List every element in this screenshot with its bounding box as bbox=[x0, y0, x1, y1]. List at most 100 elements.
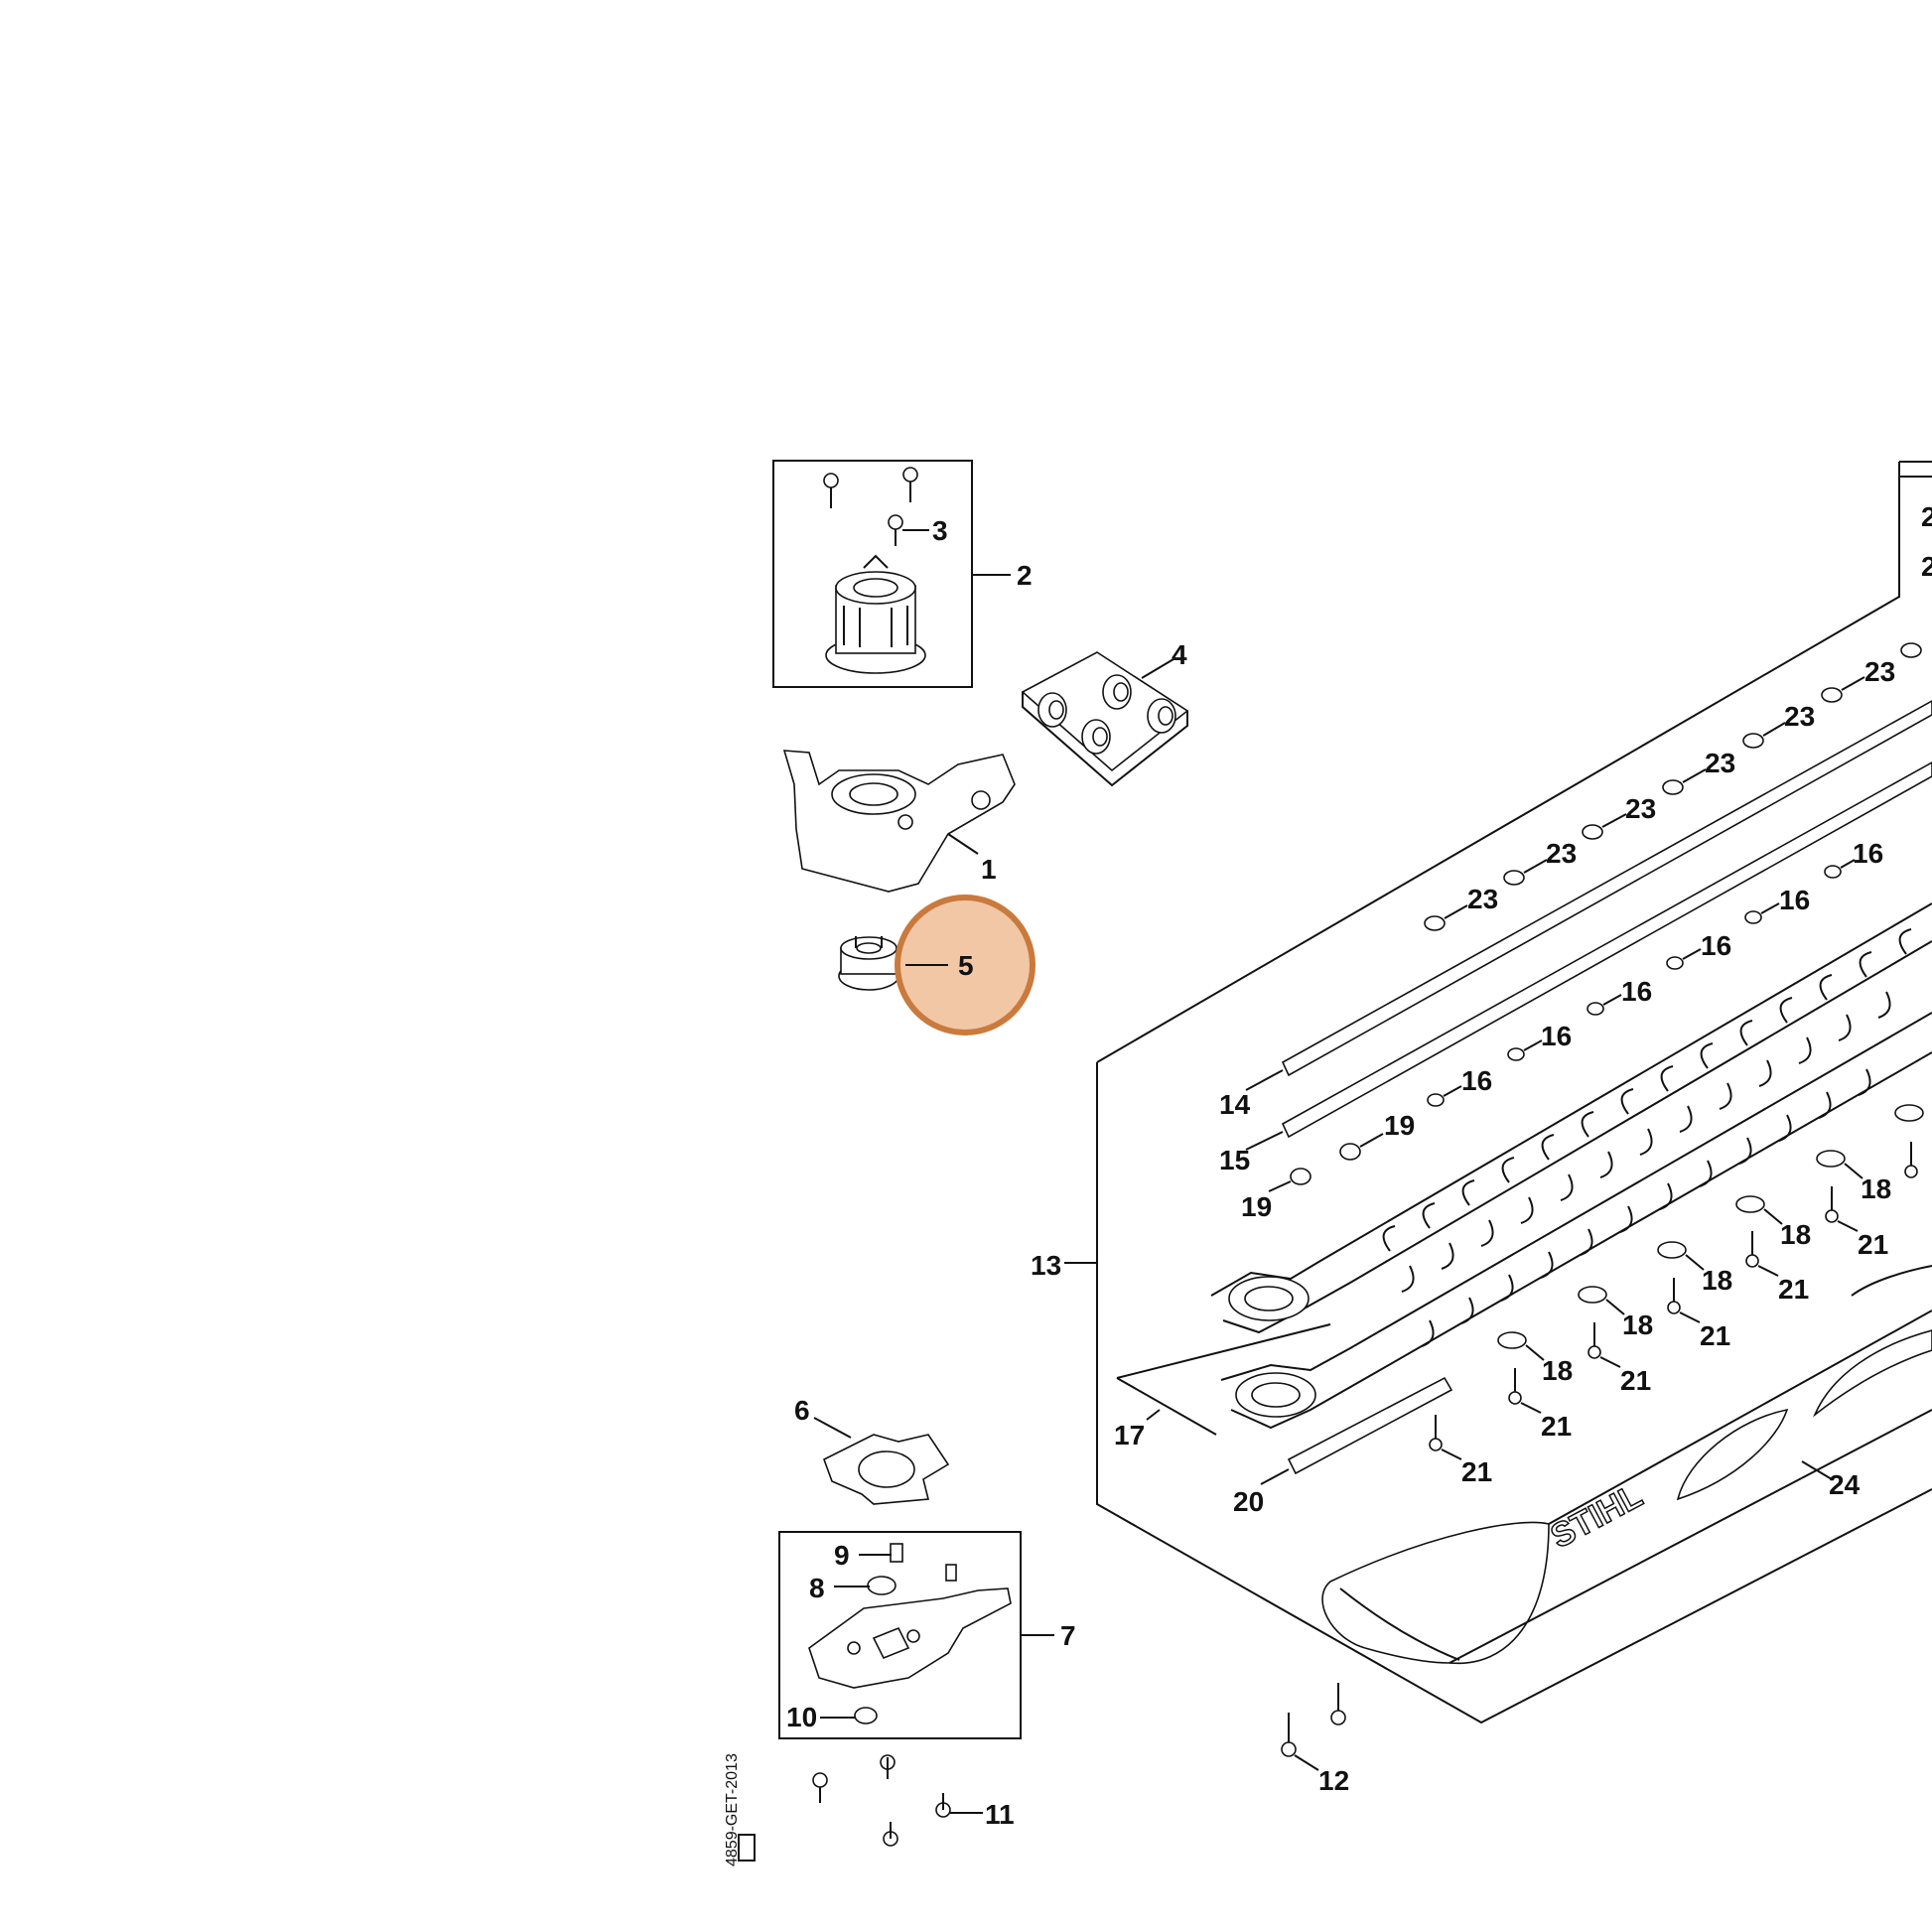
bearing-icon bbox=[867, 1576, 897, 1595]
part-16-washers[interactable] bbox=[1427, 859, 1856, 1107]
callout-23d[interactable]: 23 bbox=[1705, 748, 1735, 778]
part-6-gasket[interactable] bbox=[813, 1417, 950, 1505]
callout-label: 15 bbox=[1219, 1145, 1250, 1175]
washer-icon bbox=[1497, 1104, 1924, 1349]
callout-18d[interactable]: 18 bbox=[1780, 1219, 1811, 1250]
part-4-bushings[interactable] bbox=[1021, 651, 1189, 787]
callout-24[interactable]: 24 bbox=[1829, 1469, 1861, 1500]
part-19-nuts[interactable] bbox=[1268, 1133, 1384, 1192]
callout-9[interactable]: 9 bbox=[834, 1540, 850, 1571]
part-11-screws[interactable] bbox=[812, 1754, 983, 1847]
callout-label: 16 bbox=[1461, 1065, 1492, 1096]
callout-16f[interactable]: 16 bbox=[1853, 838, 1883, 869]
callout-14[interactable]: 14 bbox=[1219, 1089, 1251, 1120]
callout-23a[interactable]: 23 bbox=[1467, 884, 1498, 914]
nut-icon bbox=[1290, 1143, 1361, 1185]
callout-label: 2 bbox=[1921, 501, 1932, 532]
callout-6[interactable]: 6 bbox=[794, 1395, 810, 1426]
callout-label: 4 bbox=[1172, 639, 1187, 670]
callout-12[interactable]: 12 bbox=[1318, 1765, 1349, 1796]
screw-icon bbox=[1281, 1683, 1346, 1757]
part-22-box[interactable] bbox=[1898, 461, 1932, 596]
part-2-box[interactable] bbox=[772, 460, 1011, 688]
callout-label: 11 bbox=[985, 1799, 1015, 1830]
pin-icon bbox=[890, 1543, 903, 1563]
callout-18c[interactable]: 18 bbox=[1702, 1265, 1732, 1296]
part-21-screws[interactable] bbox=[1429, 1142, 1918, 1460]
part-17-guide[interactable] bbox=[1116, 1323, 1331, 1436]
callout-17[interactable]: 17 bbox=[1114, 1420, 1145, 1450]
callout-2[interactable]: 2 bbox=[1017, 560, 1033, 591]
callout-label: 19 bbox=[1241, 1191, 1272, 1222]
drawing-code: 4859-GET-2013 bbox=[724, 1753, 756, 1866]
washer-icon bbox=[1427, 865, 1842, 1107]
callout-16b[interactable]: 16 bbox=[1541, 1021, 1572, 1051]
callout-7[interactable]: 7 bbox=[1060, 1620, 1076, 1651]
callout-22a[interactable]: 2 bbox=[1921, 501, 1932, 532]
callout-19a[interactable]: 19 bbox=[1384, 1110, 1415, 1141]
callout-label: 23 bbox=[1864, 656, 1895, 687]
callout-1[interactable]: 1 bbox=[981, 854, 997, 885]
callout-10[interactable]: 10 bbox=[786, 1702, 817, 1732]
callout-20[interactable]: 20 bbox=[1233, 1486, 1264, 1517]
callout-label: 18 bbox=[1542, 1355, 1573, 1386]
callout-21f[interactable]: 21 bbox=[1858, 1229, 1888, 1260]
callout-label: 16 bbox=[1779, 885, 1810, 915]
callout-3[interactable]: 3 bbox=[932, 515, 948, 546]
callout-23c[interactable]: 23 bbox=[1625, 793, 1656, 824]
part-12-screws[interactable] bbox=[1281, 1683, 1346, 1771]
callout-label: 6 bbox=[794, 1395, 810, 1426]
callout-13[interactable]: 13 bbox=[1031, 1250, 1061, 1281]
callout-18e[interactable]: 18 bbox=[1861, 1173, 1891, 1204]
callout-label: 16 bbox=[1701, 930, 1731, 961]
callout-23b[interactable]: 23 bbox=[1546, 838, 1577, 869]
callout-15[interactable]: 15 bbox=[1219, 1145, 1250, 1175]
callout-label: 21 bbox=[1700, 1320, 1730, 1351]
part-23-nuts[interactable] bbox=[1424, 642, 1922, 931]
callout-23f[interactable]: 23 bbox=[1864, 656, 1895, 687]
part-5-gear[interactable] bbox=[838, 936, 899, 991]
screw-icon bbox=[823, 467, 918, 546]
callout-16c[interactable]: 16 bbox=[1621, 976, 1652, 1007]
callout-16a[interactable]: 16 bbox=[1461, 1065, 1492, 1096]
callout-label: 1 bbox=[981, 854, 997, 885]
callout-18a[interactable]: 18 bbox=[1542, 1355, 1573, 1386]
callout-label: 18 bbox=[1861, 1173, 1891, 1204]
callout-21c[interactable]: 21 bbox=[1620, 1365, 1651, 1396]
screw-icon bbox=[1429, 1142, 1918, 1451]
callout-label: 12 bbox=[1318, 1765, 1349, 1796]
callout-label: 21 bbox=[1858, 1229, 1888, 1260]
callout-label: 2 bbox=[1017, 560, 1033, 591]
callout-label: 23 bbox=[1625, 793, 1656, 824]
part-7-box[interactable] bbox=[778, 1531, 1054, 1739]
callout-22b[interactable]: 2 bbox=[1921, 551, 1932, 582]
callout-8[interactable]: 8 bbox=[809, 1573, 825, 1603]
callout-21e[interactable]: 21 bbox=[1778, 1274, 1809, 1305]
callout-18b[interactable]: 18 bbox=[1622, 1310, 1653, 1340]
upper-blade[interactable] bbox=[1210, 902, 1932, 1334]
part-20-bar[interactable] bbox=[1260, 1376, 1453, 1485]
callout-label: 23 bbox=[1546, 838, 1577, 869]
callout-16d[interactable]: 16 bbox=[1701, 930, 1731, 961]
callout-label: 2 bbox=[1921, 551, 1932, 582]
callout-16e[interactable]: 16 bbox=[1779, 885, 1810, 915]
part-24-blade-sheath[interactable]: STIHL bbox=[1321, 1265, 1932, 1665]
callout-21d[interactable]: 21 bbox=[1700, 1320, 1730, 1351]
nut-icon bbox=[1424, 642, 1922, 931]
callout-label: 17 bbox=[1114, 1420, 1145, 1450]
callout-4[interactable]: 4 bbox=[1172, 639, 1187, 670]
callout-19b[interactable]: 19 bbox=[1241, 1191, 1272, 1222]
part-15-bar[interactable] bbox=[1245, 761, 1932, 1151]
callout-5-highlight[interactable]: 5 bbox=[895, 895, 1035, 1035]
callout-21a[interactable]: 21 bbox=[1461, 1456, 1492, 1487]
plug-icon bbox=[854, 1707, 878, 1725]
callout-label: 23 bbox=[1705, 748, 1735, 778]
callout-23e[interactable]: 23 bbox=[1784, 701, 1815, 732]
lower-blade[interactable] bbox=[1220, 1012, 1932, 1430]
callout-21b[interactable]: 21 bbox=[1541, 1411, 1572, 1442]
part-18-washers[interactable] bbox=[1497, 1104, 1924, 1361]
callout-11[interactable]: 11 bbox=[985, 1799, 1015, 1830]
callout-label: 23 bbox=[1467, 884, 1498, 914]
part-1-gear-housing[interactable] bbox=[782, 750, 1016, 893]
part-14-bar[interactable] bbox=[1245, 700, 1932, 1091]
